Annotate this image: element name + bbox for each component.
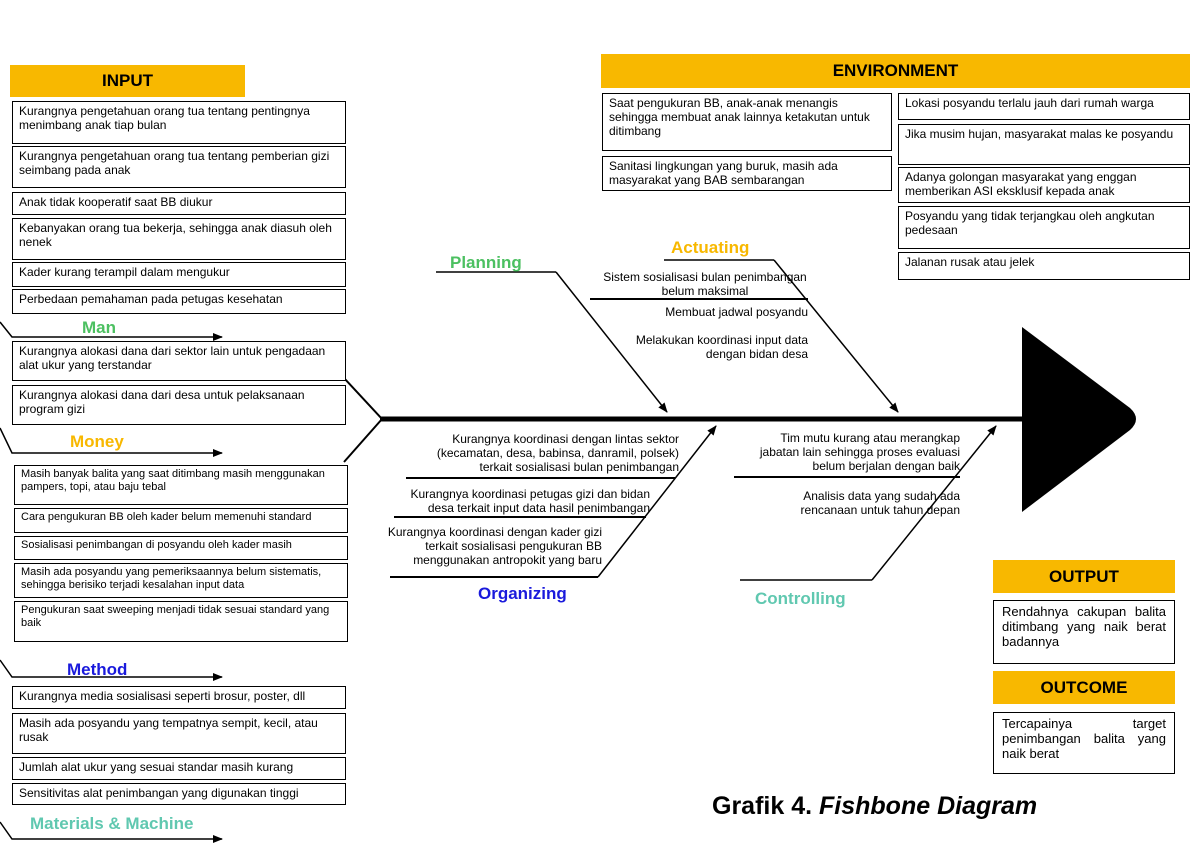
output-header: OUTPUT xyxy=(993,560,1175,593)
money-arrow xyxy=(0,427,223,457)
actuating-item: Sistem sosialisasi bulan penimbangan bel… xyxy=(603,270,807,298)
outcome-header: OUTCOME xyxy=(993,671,1175,704)
caption-title: Fishbone Diagram xyxy=(819,792,1038,820)
fish-head xyxy=(1022,327,1136,512)
materials-item: Jumlah alat ukur yang sesuai standar mas… xyxy=(12,757,346,780)
outcome-text: Tercapainya target penimbangan balita ya… xyxy=(993,712,1175,774)
money-label: Money xyxy=(70,432,124,451)
environment-header: ENVIRONMENT xyxy=(601,54,1190,88)
method-item: Cara pengukuran BB oleh kader belum meme… xyxy=(14,508,348,533)
planning-bone xyxy=(555,271,668,413)
method-item: Masih banyak balita yang saat ditimbang … xyxy=(14,465,348,505)
materials-item: Sensitivitas alat penimbangan yang digun… xyxy=(12,783,346,805)
materials-item: Masih ada posyandu yang tempatnya sempit… xyxy=(12,713,346,754)
environment-item: Lokasi posyandu terlalu jauh dari rumah … xyxy=(898,93,1190,120)
controlling-label: Controlling xyxy=(755,589,846,608)
method-item: Pengukuran saat sweeping menjadi tidak s… xyxy=(14,601,348,642)
input-item: Anak tidak kooperatif saat BB diukur xyxy=(12,192,346,215)
method-arrow xyxy=(0,659,223,681)
input-item: Kader kurang terampil dalam mengukur xyxy=(12,262,346,287)
organizing-item: Kurangnya koordinasi dengan kader gizi t… xyxy=(387,525,602,567)
money-item: Kurangnya alokasi dana dari desa untuk p… xyxy=(12,385,346,425)
planning-label: Planning xyxy=(450,253,522,272)
input-item: Perbedaan pemahaman pada petugas kesehat… xyxy=(12,289,346,314)
controlling-item: Analisis data yang sudah ada rencanaan u… xyxy=(800,489,960,517)
actuating-label: Actuating xyxy=(671,238,750,257)
organizing-label: Organizing xyxy=(478,584,567,603)
man-bone xyxy=(343,377,383,420)
caption-prefix: Grafik 4. xyxy=(712,792,813,820)
input-header: INPUT xyxy=(10,65,245,97)
input-item: Kebanyakan orang tua bekerja, sehingga a… xyxy=(12,218,346,260)
environment-item: Adanya golongan masyarakat yang enggan m… xyxy=(898,167,1190,203)
organizing-bone xyxy=(597,425,717,578)
environment-item: Saat pengukuran BB, anak-anak menangis s… xyxy=(602,93,892,151)
controlling-bone xyxy=(871,425,997,581)
organizing-item: Kurangnya koordinasi dengan lintas sekto… xyxy=(436,432,679,474)
materials-label: Materials & Machine xyxy=(30,814,194,833)
method-item: Sosialisasi penimbangan di posyandu oleh… xyxy=(14,536,348,560)
money-item: Kurangnya alokasi dana dari sektor lain … xyxy=(12,341,346,381)
output-text: Rendahnya cakupan balita ditimbang yang … xyxy=(993,600,1175,664)
materials-item: Kurangnya media sosialisasi seperti bros… xyxy=(12,686,346,709)
actuating-item: Melakukan koordinasi input data dengan b… xyxy=(635,333,808,361)
environment-item: Posyandu yang tidak terjangkau oleh angk… xyxy=(898,206,1190,249)
environment-item: Jika musim hujan, masyarakat malas ke po… xyxy=(898,124,1190,165)
actuating-bone xyxy=(773,259,899,413)
method-label: Method xyxy=(67,660,128,679)
input-item: Kurangnya pengetahuan orang tua tentang … xyxy=(12,101,346,144)
method-item: Masih ada posyandu yang pemeriksaannya b… xyxy=(14,563,348,598)
environment-item: Sanitasi lingkungan yang buruk, masih ad… xyxy=(602,156,892,191)
organizing-item: Kurangnya koordinasi petugas gizi dan bi… xyxy=(410,487,650,515)
actuating-item: Membuat jadwal posyandu xyxy=(665,305,808,319)
input-item: Kurangnya pengetahuan orang tua tentang … xyxy=(12,146,346,188)
man-label: Man xyxy=(82,318,116,337)
materials-arrow xyxy=(0,821,223,843)
controlling-item: Tim mutu kurang atau merangkap jabatan l… xyxy=(759,431,960,473)
man-arrow xyxy=(0,321,223,341)
figure-caption: Grafik 4. Fishbone Diagram xyxy=(712,792,1037,821)
environment-item: Jalanan rusak atau jelek xyxy=(898,252,1190,280)
money-bone xyxy=(343,418,383,463)
